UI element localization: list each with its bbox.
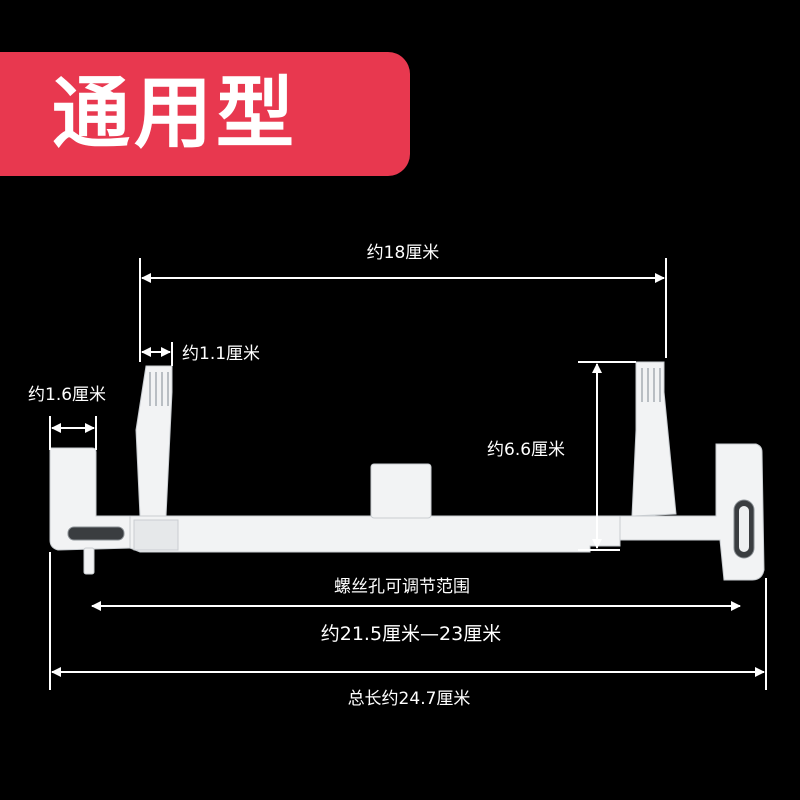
label-post-width: 约1.1厘米 bbox=[182, 344, 260, 364]
left-post bbox=[135, 365, 173, 517]
badge-title: 通用型 bbox=[52, 69, 299, 159]
dimension-lines bbox=[49, 258, 767, 690]
right-end-block bbox=[619, 443, 765, 581]
left-peg bbox=[83, 547, 95, 575]
label-post-height: 约6.6厘米 bbox=[487, 440, 565, 460]
label-end-width: 约1.6厘米 bbox=[28, 385, 106, 405]
badge-background bbox=[0, 52, 410, 176]
post-ribs bbox=[149, 368, 661, 406]
center-tab bbox=[370, 463, 432, 519]
label-screw-range-title: 螺丝孔可调节范围 bbox=[334, 577, 470, 597]
label-total-length: 总长约24.7厘米 bbox=[348, 689, 471, 709]
bracket-part bbox=[49, 361, 765, 581]
label-screw-range: 约21.5厘米—23厘米 bbox=[321, 623, 501, 645]
label-top-span: 约18厘米 bbox=[367, 243, 440, 263]
main-bar bbox=[129, 515, 621, 553]
left-slot bbox=[67, 526, 125, 541]
